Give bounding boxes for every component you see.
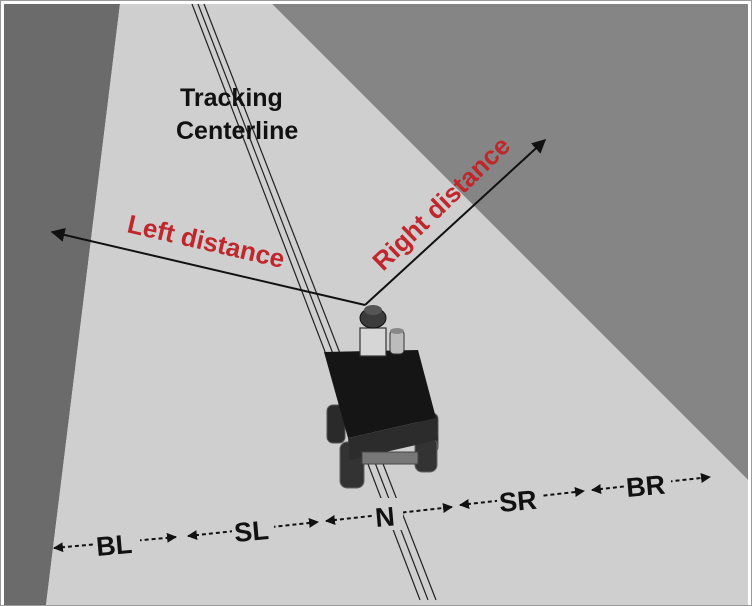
zone-label-n: N xyxy=(374,501,396,533)
robot-axle xyxy=(361,451,419,465)
zone-label-bl: BL xyxy=(95,529,133,562)
robot-camera-box xyxy=(359,327,387,357)
zone-bg-sr xyxy=(497,484,541,516)
zone-label-sl: SL xyxy=(233,515,270,548)
zone-bg-br xyxy=(625,468,671,500)
zone-label-sr: SR xyxy=(498,485,538,518)
left-distance-arrow xyxy=(50,228,366,306)
left-wall xyxy=(4,4,120,605)
robot xyxy=(324,305,439,489)
robot-front-panel xyxy=(348,418,438,460)
zone-label-br: BR xyxy=(625,470,666,503)
zone-bg-sl xyxy=(232,514,274,546)
robot-side-sensor-cap xyxy=(390,328,404,334)
robot-lidar-top xyxy=(364,305,382,315)
right-distance-arrow xyxy=(364,139,547,306)
zone-bg-n xyxy=(373,498,403,530)
tracking-label-line2: Centerline xyxy=(176,117,298,145)
tracking-label-line1: Tracking xyxy=(180,84,283,112)
robot-body xyxy=(324,350,436,438)
zone-bg-bl xyxy=(94,528,140,560)
corridor-floor xyxy=(46,4,748,605)
